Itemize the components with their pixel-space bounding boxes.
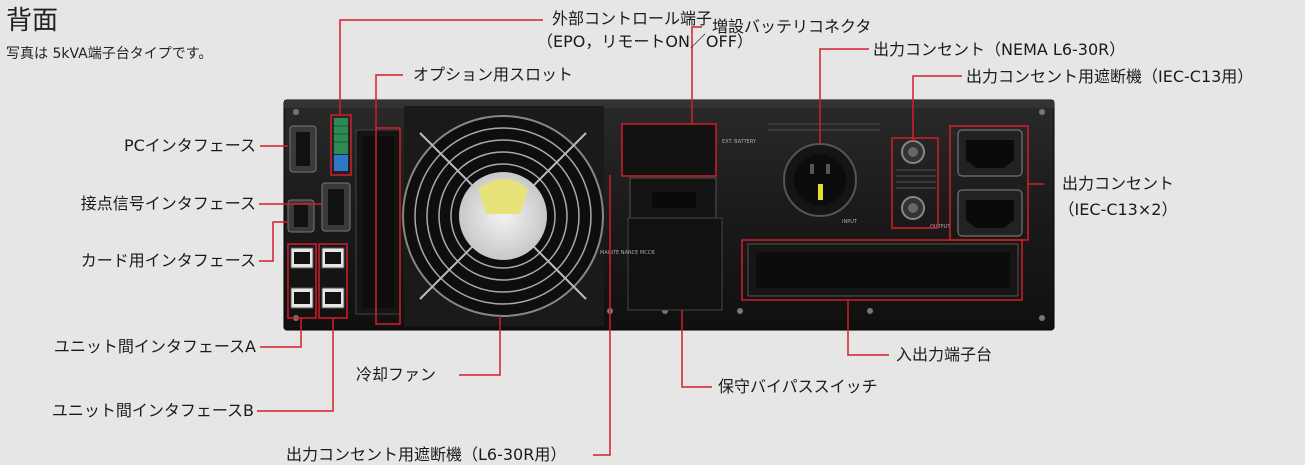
maintenance-bypass-switch: MAINTE NANCE MCCB [600,177,723,311]
highlight-ext-battery [621,123,717,177]
callout-lines [257,19,1044,456]
label-output-outlet-nema: 出力コンセント（NEMA L6-30R） [873,40,1126,59]
label-cooling-fan: 冷却ファン [356,365,437,384]
pc-interface-port [289,125,317,173]
label-pc-interface: PCインタフェース [123,136,256,155]
output-text: OUTPUT [930,224,951,230]
highlight-breaker-c13 [891,137,939,229]
io-terminal-block-cover: INPUT OUTPUT [747,219,1019,297]
label-output-breaker-c13: 出力コンセント用遮断機（IEC-C13用） [966,67,1254,86]
nema-l6-30r-outlet [783,143,857,217]
label-inter-unit-interface-b: ユニット間インタフェースB [51,401,254,420]
page-subtitle: 写真は 5kVA端子台タイプです。 [6,46,213,62]
option-slot-plate [355,129,401,315]
label-contact-signal-interface: 接点信号インタフェース [80,194,256,213]
label-maintenance-bypass-switch: 保守バイパススイッチ [718,377,878,396]
cooling-fan [402,106,604,326]
ext-battery-text: EXT. BATTERY [722,139,757,145]
input-text: INPUT [842,219,858,225]
label-output-outlet-c13: 出力コンセント [1061,174,1174,193]
card-interface-port [287,199,315,233]
maintenance-mccb-text: MAINTE NANCE MCCB [600,250,655,256]
label-output-breaker-l630r: 出力コンセント用遮断機（L6-30R用） [286,445,567,464]
c13-breaker-buttons [901,140,925,220]
label-card-interface: カード用インタフェース [80,251,256,270]
label-io-terminal-block: 入出力端子台 [896,345,993,364]
label-external-control-terminal: 外部コントロール端子 [552,9,713,28]
chassis-vent-lines [768,123,936,189]
highlight-rj45-a [287,243,317,319]
label-expansion-battery-connector: 増設バッテリコネクタ [712,17,872,36]
page-title: 背面 [6,6,59,36]
highlight-boxes [287,114,1029,325]
external-control-terminal-block [334,118,348,171]
label-output-outlet-c13-sub: （IEC-C13×2） [1058,200,1178,219]
highlight-option-slot [375,127,401,325]
contact-signal-port [321,182,351,232]
highlight-external-control [330,114,352,176]
label-inter-unit-interface-a: ユニット間インタフェースA [53,337,256,356]
label-option-slot: オプション用スロット [413,65,574,84]
highlight-terminal-block [741,239,1023,301]
label-external-control-terminal-sub: （EPO，リモートON／OFF） [537,32,753,51]
iec-c13-outlets [957,129,1023,237]
